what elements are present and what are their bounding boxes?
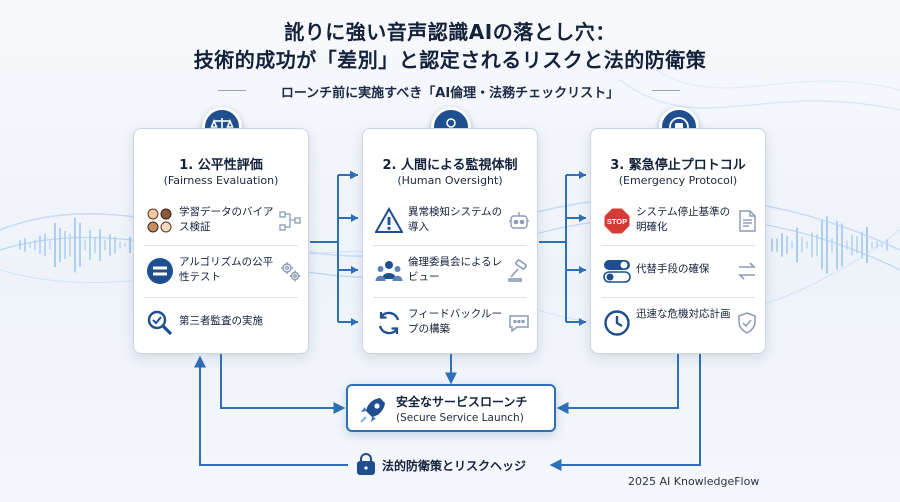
list-item: 異常検知システムの導入: [371, 199, 531, 243]
divider: [373, 297, 527, 298]
list-item-label: 迅速な危機対応計画: [636, 308, 731, 320]
left-soundwave: [19, 217, 131, 273]
network-nodes-icon: [279, 211, 301, 231]
stop-sign-icon: STOP: [603, 207, 631, 235]
shield-check-icon: [738, 312, 756, 334]
cycle-arrows-icon: [378, 311, 400, 335]
toggle-switches-icon: [603, 260, 631, 283]
card-title-en: (Emergency Protocol): [618, 174, 738, 187]
arrow-card1-to-card2: [310, 174, 358, 323]
list-item: 迅速な危機対応計画: [599, 301, 759, 345]
committee-people-icon: [375, 261, 403, 281]
footer-credit: 2025 AI KnowledgeFlow: [628, 475, 760, 488]
card-title-en: (Human Oversight): [397, 174, 503, 187]
arrow-card1-to-launch: [220, 354, 346, 414]
magnifier-check-icon: [147, 310, 173, 336]
subtitle-rule-right: [652, 90, 680, 91]
gears-icon: [281, 262, 301, 282]
subtitle: ローンチ前に実施すべき「AI倫理・法務チェックリスト」: [280, 86, 620, 101]
arrow-card3-to-legal: [549, 354, 701, 471]
card-title: 3. 緊急停止プロトコル: [610, 158, 746, 173]
card-emergency-protocol: 3. 緊急停止プロトコル (Emergency Protocol) STOP シ…: [590, 128, 766, 354]
list-item: 学習データのバイアス検証: [142, 199, 302, 243]
card-title: 2. 人間による監視体制: [382, 158, 518, 173]
diverse-faces-icon: [147, 208, 172, 233]
list-item-label: 第三者監査の実施: [179, 315, 263, 327]
card-human-oversight: 2. 人間による監視体制 (Human Oversight) 異常検知システムの…: [362, 128, 538, 354]
document-icon: [739, 210, 756, 232]
legal-defense-label: 法的防衛策とリスクヘッジ: [356, 453, 546, 477]
list-item-label: フィードバックループの構築: [408, 308, 502, 335]
list-item-label: 学習データのバイアス検証: [179, 206, 274, 233]
list-item-label: 倫理委員会によるレビュー: [408, 256, 503, 283]
warning-triangle-icon: [375, 207, 403, 233]
equal-sign-icon: [147, 258, 173, 284]
list-item-label: アルゴリズムの公平性テスト: [179, 256, 274, 283]
divider: [601, 245, 755, 246]
page-title-line1: 訛りに強い音声認識AIの落とし穴：: [284, 20, 616, 44]
lock-icon: [357, 453, 375, 475]
list-item: フィードバックループの構築: [371, 301, 531, 345]
clock-icon: [604, 310, 630, 336]
arrow-card3-to-launch: [556, 354, 679, 414]
divider: [144, 245, 298, 246]
launch-label: 安全なサービスローンチ: [396, 395, 528, 409]
secure-launch-box: 安全なサービスローンチ (Secure Service Launch): [346, 384, 556, 432]
card-fairness: 1. 公平性評価 (Fairness Evaluation) 学習データのバイア…: [133, 128, 309, 354]
legal-text: 法的防衛策とリスクヘッジ: [382, 459, 527, 473]
divider: [373, 245, 527, 246]
list-item: STOP システム停止基準の明確化: [599, 199, 759, 243]
card-title-en: (Fairness Evaluation): [163, 174, 279, 187]
arrow-legal-to-card1: [194, 355, 348, 466]
card-title: 1. 公平性評価: [179, 158, 263, 173]
subtitle-rule-left: [218, 90, 246, 91]
divider: [144, 297, 298, 298]
list-item: 第三者監査の実施: [142, 301, 302, 345]
arrow-card2-to-card3: [539, 174, 586, 323]
list-item-label: 異常検知システムの導入: [408, 206, 503, 233]
robot-icon: [509, 212, 529, 229]
divider: [601, 297, 755, 298]
rocket-icon: [360, 398, 385, 423]
chat-bubble-icon: [509, 315, 529, 333]
gavel-icon: [508, 259, 527, 282]
stop-sign-text: STOP: [607, 217, 627, 226]
list-item: 倫理委員会によるレビュー: [371, 249, 531, 293]
list-item: アルゴリズムの公平性テスト: [142, 249, 302, 293]
list-item-label: システム停止基準の明確化: [636, 206, 731, 233]
swap-arrows-icon: [738, 262, 756, 280]
list-item-label: 代替手段の確保: [636, 263, 710, 275]
launch-label-en: (Secure Service Launch): [396, 412, 524, 424]
list-item: 代替手段の確保: [599, 249, 759, 293]
page-title-line2: 技術的成功が「差別」と認定されるリスクと法的防衛策: [193, 48, 707, 72]
